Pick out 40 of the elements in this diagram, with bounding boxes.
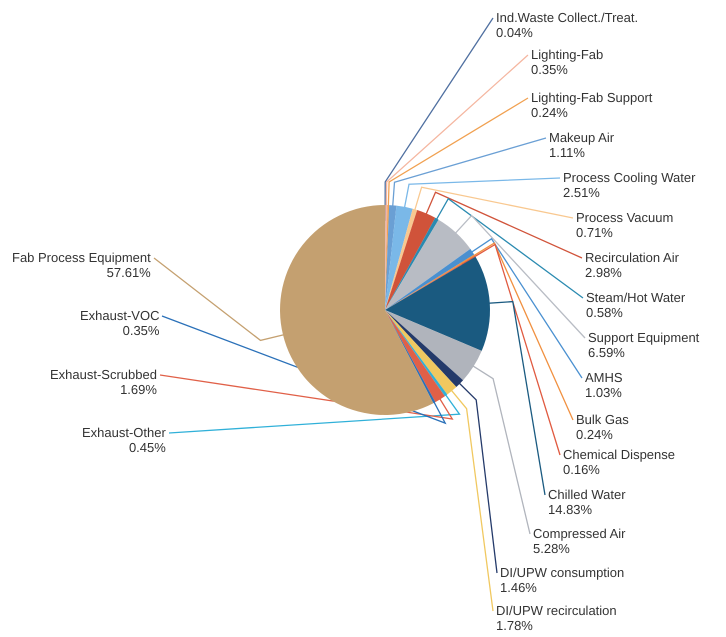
- category-label: Ind.Waste Collect./Treat.: [496, 10, 638, 25]
- value-label: 2.98%: [585, 265, 623, 280]
- category-label: Support Equipment: [588, 330, 700, 345]
- category-label: Chilled Water: [548, 487, 626, 502]
- category-label: Steam/Hot Water: [586, 290, 686, 305]
- category-label: Process Vacuum: [576, 210, 674, 225]
- value-label: 1.46%: [500, 580, 538, 595]
- category-label: Makeup Air: [549, 130, 614, 145]
- value-label: 0.24%: [576, 427, 614, 442]
- category-label: Lighting-Fab: [531, 47, 604, 62]
- value-label: 0.35%: [531, 62, 569, 77]
- category-label: Bulk Gas: [576, 412, 629, 427]
- value-label: 14.83%: [548, 502, 594, 517]
- value-label: 57.61%: [106, 265, 151, 280]
- value-label: 1.78%: [496, 618, 534, 633]
- value-label: 0.71%: [576, 225, 614, 240]
- value-label: 0.16%: [563, 462, 601, 477]
- category-label: Exhaust-Other: [82, 425, 166, 440]
- value-label: 5.28%: [533, 541, 571, 556]
- value-label: 2.51%: [563, 185, 601, 200]
- category-label: Fab Process Equipment: [12, 250, 151, 265]
- value-label: 0.35%: [122, 323, 160, 338]
- category-label: Process Cooling Water: [563, 170, 696, 185]
- value-label: 0.24%: [531, 105, 569, 120]
- value-label: 1.03%: [585, 385, 623, 400]
- category-label: DI/UPW recirculation: [496, 603, 617, 618]
- value-label: 0.58%: [586, 305, 624, 320]
- value-label: 0.04%: [496, 25, 534, 40]
- value-label: 1.11%: [549, 145, 586, 160]
- category-label: Exhaust-Scrubbed: [50, 367, 157, 382]
- value-label: 0.45%: [128, 440, 166, 455]
- value-label: 6.59%: [588, 345, 626, 360]
- category-label: Chemical Dispense: [563, 447, 675, 462]
- category-label: Compressed Air: [533, 526, 626, 541]
- category-label: Recirculation Air: [585, 250, 679, 265]
- category-label: Exhaust-VOC: [80, 308, 160, 323]
- value-label: 1.69%: [119, 382, 157, 397]
- category-label: AMHS: [585, 370, 623, 385]
- category-label: DI/UPW consumption: [500, 565, 624, 580]
- category-label: Lighting-Fab Support: [531, 90, 652, 105]
